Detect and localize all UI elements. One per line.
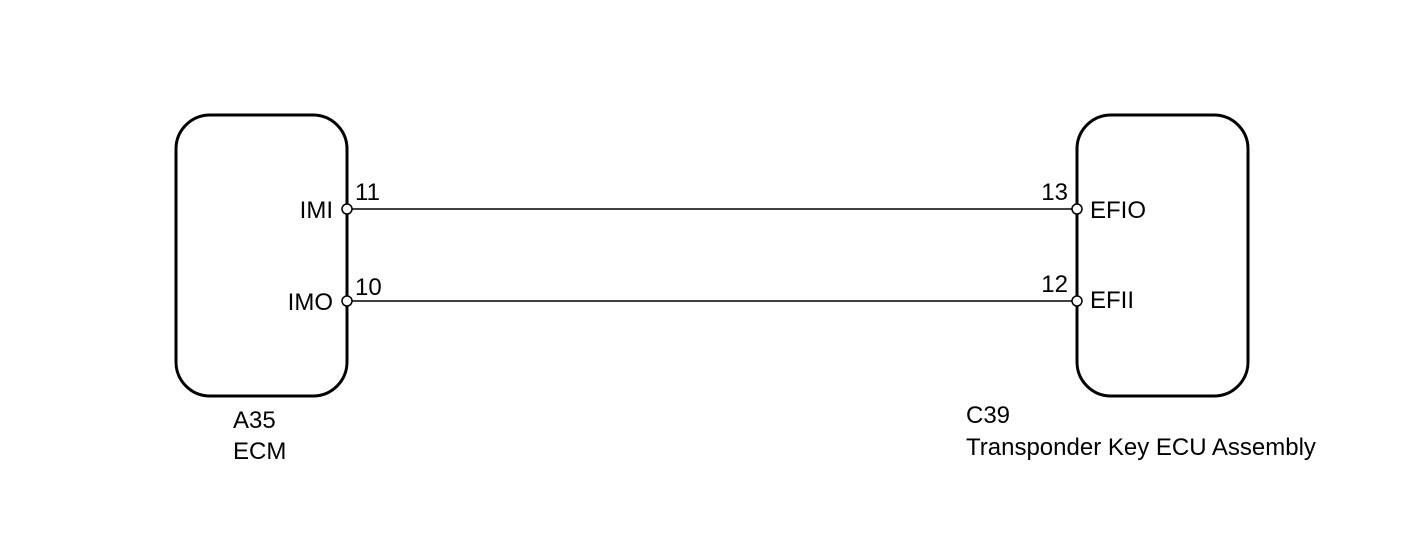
transponder-pin-label-efio: EFIO <box>1090 197 1146 224</box>
ecm-name: ECM <box>233 438 286 465</box>
ecm-pin-number-10: 10 <box>355 274 382 301</box>
terminal-efio <box>1071 203 1083 215</box>
ecm-connector-code: A35 <box>233 407 276 434</box>
transponder-connector-code: C39 <box>966 402 1010 429</box>
ecm-pin-label-imo: IMO <box>288 289 333 316</box>
transponder-pin-number-12: 12 <box>1041 271 1068 298</box>
transponder-ecu-component: EFIO EFII 13 12 C39 Transponder Key ECU … <box>966 113 1316 461</box>
ecm-box <box>174 113 349 398</box>
ecm-component: IMI IMO 11 10 A35 ECM <box>174 113 382 465</box>
transponder-pin-label-efii: EFII <box>1090 287 1134 314</box>
ecm-pin-number-11: 11 <box>355 179 380 206</box>
transponder-name: Transponder Key ECU Assembly <box>966 434 1316 461</box>
terminal-efii <box>1071 295 1083 307</box>
transponder-pin-number-13: 13 <box>1041 179 1068 206</box>
terminal-imo <box>341 295 353 307</box>
ecm-pin-label-imi: IMI <box>300 197 333 224</box>
transponder-ecu-box <box>1075 113 1250 398</box>
terminal-imi <box>341 203 353 215</box>
